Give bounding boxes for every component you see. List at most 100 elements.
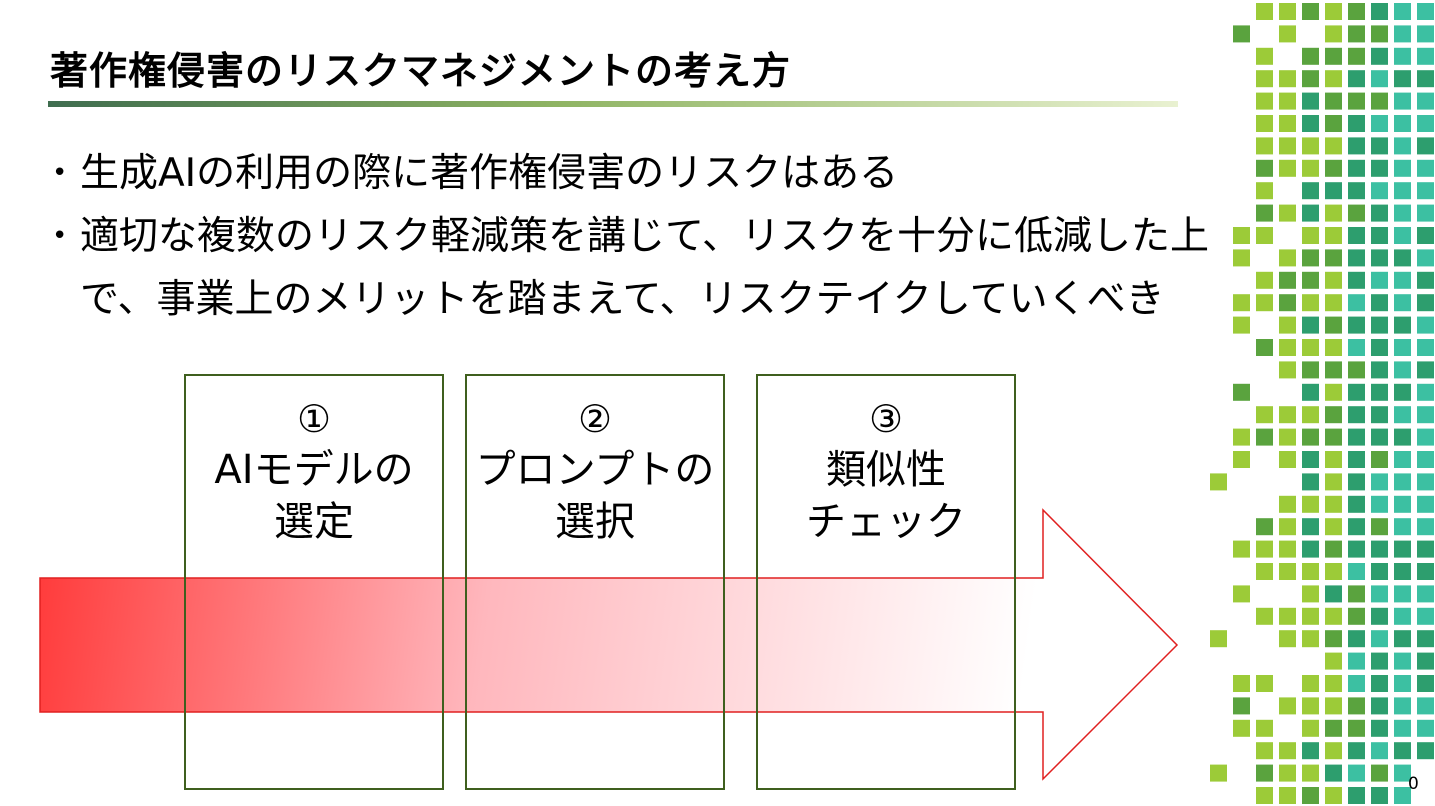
mosaic-square (1394, 339, 1411, 356)
mosaic-square (1256, 518, 1273, 536)
mosaic-square (1233, 294, 1250, 312)
mosaic-square (1371, 137, 1388, 155)
mosaic-square (1325, 204, 1342, 222)
mosaic-square (1394, 249, 1411, 267)
mosaic-square (1256, 764, 1273, 782)
mosaic-square (1371, 361, 1388, 379)
mosaic-square (1279, 428, 1296, 446)
mosaic-square (1394, 428, 1411, 446)
mosaic-square (1371, 47, 1388, 65)
mosaic-square (1256, 406, 1273, 424)
mosaic-square (1348, 675, 1365, 692)
mosaic-square (1394, 182, 1411, 200)
mosaic-square (1371, 70, 1388, 88)
mosaic-square (1417, 271, 1434, 289)
mosaic-square (1371, 25, 1388, 43)
step-label-3: 類似性 チェック (806, 447, 966, 545)
mosaic-square (1394, 764, 1411, 782)
mosaic-square (1302, 607, 1319, 625)
mosaic-square (1279, 540, 1296, 558)
mosaic-square (1302, 294, 1319, 312)
mosaic-square (1302, 630, 1319, 648)
mosaic-square (1302, 764, 1319, 782)
mosaic-square (1371, 271, 1388, 289)
mosaic-square (1394, 383, 1411, 401)
mosaic-square (1302, 473, 1319, 491)
mosaic-square (1371, 3, 1388, 20)
mosaic-square (1302, 451, 1319, 468)
step-box-3: ③ 類似性 チェック (756, 374, 1016, 790)
mosaic-square (1348, 607, 1365, 625)
mosaic-square (1302, 47, 1319, 65)
mosaic-square (1256, 719, 1273, 737)
mosaic-square (1233, 719, 1250, 737)
mosaic-square (1348, 585, 1365, 603)
mosaic-square (1302, 182, 1319, 200)
mosaic-square (1233, 428, 1250, 446)
mosaic-square (1417, 630, 1434, 648)
mosaic-square (1279, 630, 1296, 648)
mosaic-square (1279, 159, 1296, 177)
mosaic-square (1417, 473, 1434, 491)
mosaic-square (1302, 137, 1319, 155)
mosaic-square (1417, 383, 1434, 401)
mosaic-square (1279, 204, 1296, 222)
mosaic-square (1371, 764, 1388, 782)
mosaic-square (1302, 406, 1319, 424)
mosaic-square (1348, 787, 1365, 804)
mosaic-square (1348, 652, 1365, 670)
mosaic-square (1302, 675, 1319, 692)
mosaic-square (1394, 271, 1411, 289)
mosaic-square (1256, 675, 1273, 692)
mosaic-square (1325, 25, 1342, 43)
mosaic-square (1348, 540, 1365, 558)
mosaic-square (1417, 249, 1434, 267)
mosaic-square (1325, 719, 1342, 737)
mosaic-square (1279, 115, 1296, 132)
mosaic-square (1256, 339, 1273, 356)
step-box-1: ① AIモデルの 選定 (184, 374, 444, 790)
mosaic-square (1325, 249, 1342, 267)
mosaic-square (1417, 563, 1434, 580)
mosaic-square (1325, 630, 1342, 648)
mosaic-square (1348, 137, 1365, 155)
mosaic-square (1348, 204, 1365, 222)
mosaic-square (1256, 137, 1273, 155)
mosaic-square (1348, 764, 1365, 782)
mosaic-square (1394, 361, 1411, 379)
mosaic-square (1325, 540, 1342, 558)
mosaic-square (1394, 159, 1411, 177)
mosaic-square (1302, 249, 1319, 267)
mosaic-square (1279, 563, 1296, 580)
mosaic-square (1325, 361, 1342, 379)
mosaic-square (1371, 675, 1388, 692)
mosaic-square (1325, 764, 1342, 782)
bullet-item-1: • 生成AIの利用の際に著作権侵害のリスクはある (50, 142, 1230, 205)
mosaic-square (1371, 182, 1388, 200)
step-label-1: AIモデルの 選定 (214, 447, 414, 545)
mosaic-square (1371, 495, 1388, 513)
mosaic-square (1394, 316, 1411, 334)
mosaic-square (1256, 204, 1273, 222)
mosaic-square (1279, 25, 1296, 43)
mosaic-square (1302, 339, 1319, 356)
mosaic-square (1325, 92, 1342, 110)
mosaic-square (1371, 518, 1388, 536)
mosaic-square (1348, 249, 1365, 267)
mosaic-square (1279, 3, 1296, 20)
mosaic-square (1302, 227, 1319, 244)
mosaic-square (1394, 742, 1411, 760)
mosaic-square (1371, 652, 1388, 670)
mosaic-square (1279, 787, 1296, 804)
mosaic-square (1371, 406, 1388, 424)
mosaic-square (1417, 182, 1434, 200)
mosaic-square (1233, 249, 1250, 267)
mosaic-square (1325, 742, 1342, 760)
mosaic-square (1256, 563, 1273, 580)
mosaic-square (1371, 742, 1388, 760)
mosaic-square (1279, 697, 1296, 715)
step-label-2: プロンプトの 選択 (475, 447, 715, 545)
mosaic-square (1325, 652, 1342, 670)
mosaic-square (1417, 428, 1434, 446)
mosaic-square (1371, 294, 1388, 312)
